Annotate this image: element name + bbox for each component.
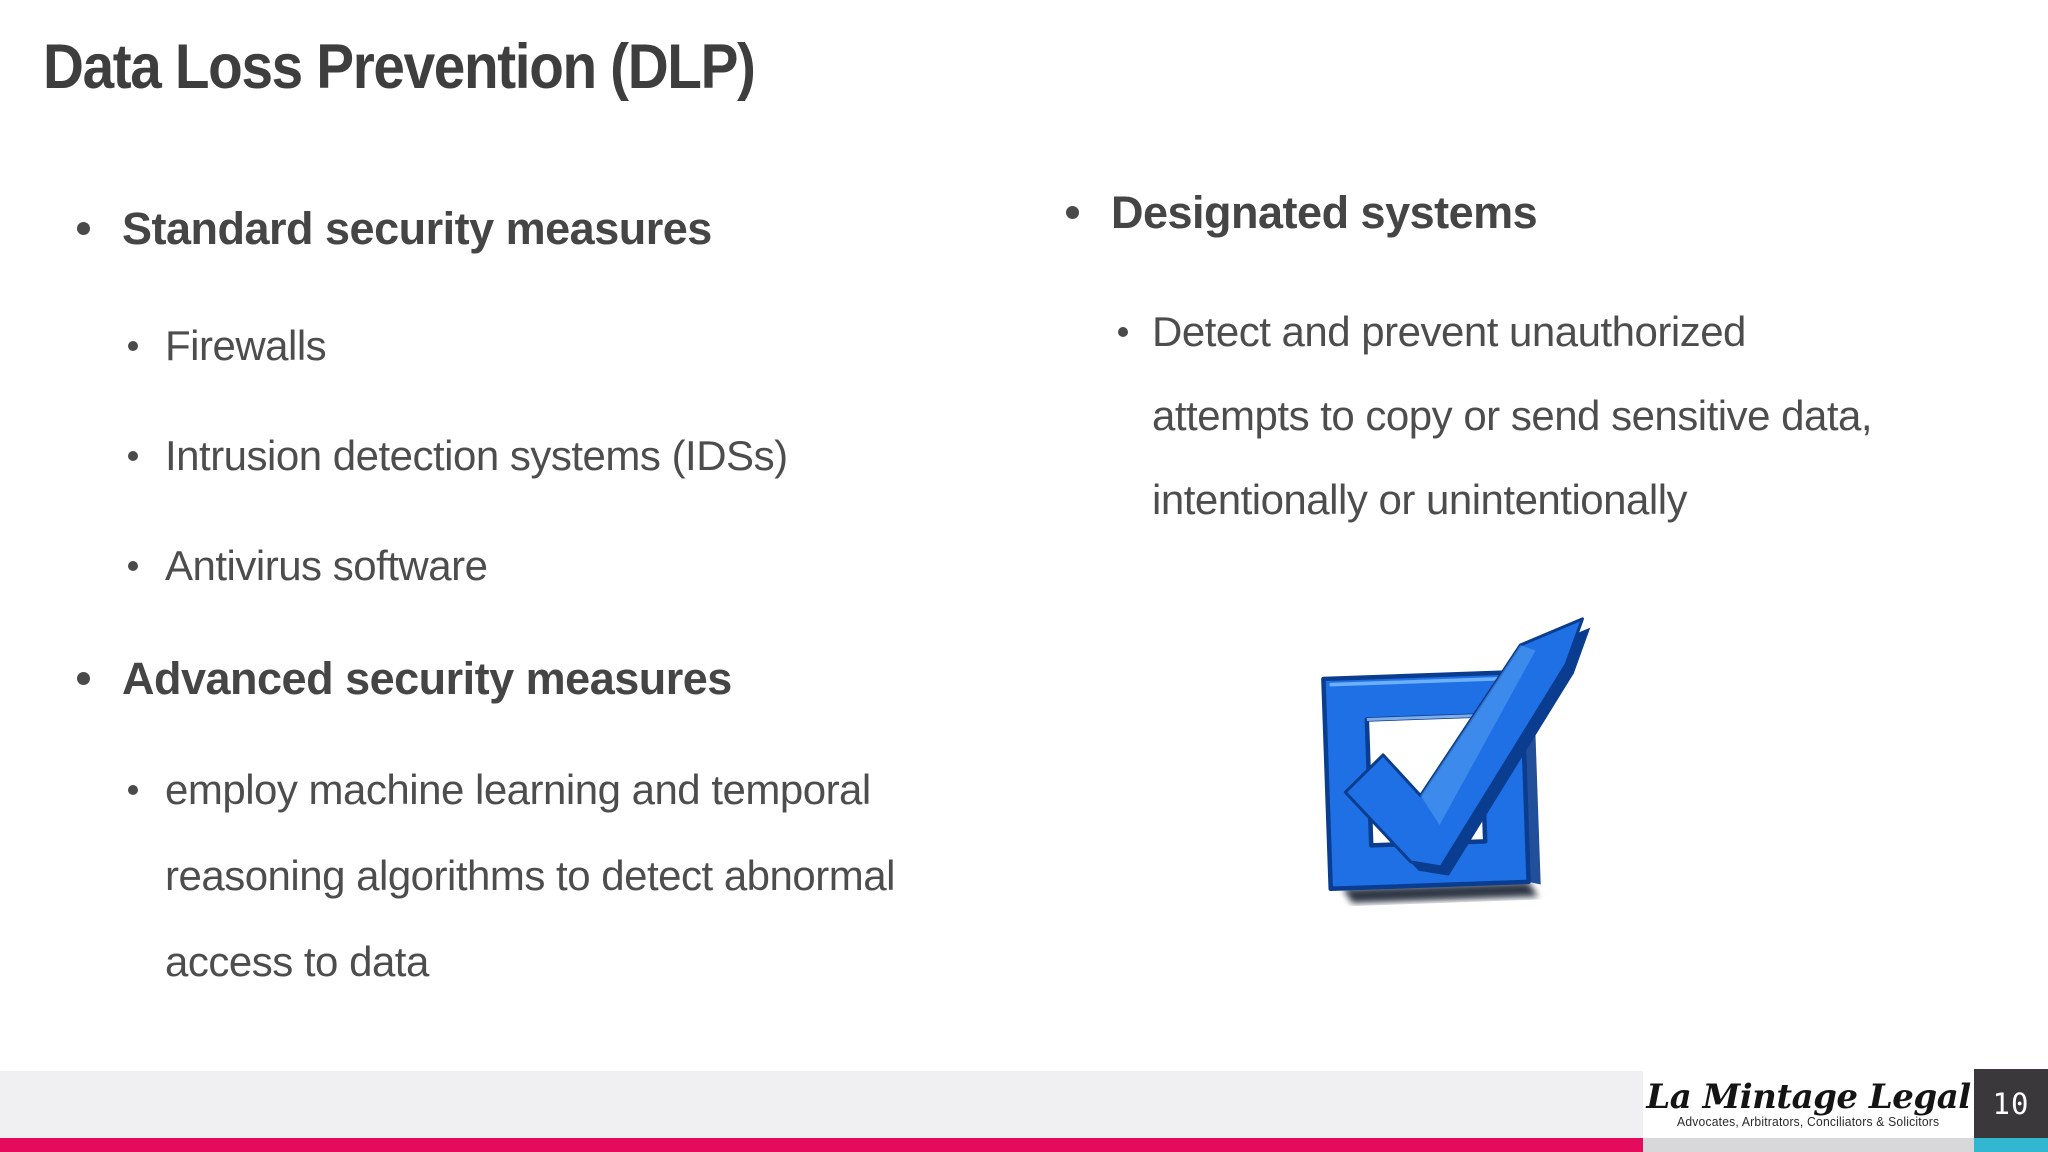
bullet-icon xyxy=(1118,327,1128,337)
bullet-icon xyxy=(128,561,138,571)
bullet-icon xyxy=(128,785,138,795)
list-item-detect-prevent: Detect and prevent unauthorized attempts… xyxy=(1152,290,1873,542)
footer-accent-bar-gray xyxy=(1643,1138,1974,1152)
page-number-box: 10 xyxy=(1974,1069,2048,1138)
checkmark-highlight xyxy=(1420,645,1536,825)
logo-title: La Mintage Legal xyxy=(1646,1077,1971,1117)
list-item-antivirus: Antivirus software xyxy=(165,542,488,589)
bullet-icon xyxy=(1066,206,1079,219)
list-item-machine-learning: employ machine learning and temporal rea… xyxy=(165,747,895,1005)
list-item-line: attempts to copy or send sensitive data, xyxy=(1152,392,1873,439)
bullet-row-detect-prevent: Detect and prevent unauthorized attempts… xyxy=(1118,290,1873,542)
company-logo: La Mintage Legal Advocates, Arbitrators,… xyxy=(1643,1071,1974,1138)
heading-advanced-security: Advanced security measures xyxy=(122,653,732,704)
list-item-ids: Intrusion detection systems (IDSs) xyxy=(165,432,788,479)
bullet-row-designated-systems: Designated systems xyxy=(1066,182,1538,243)
bullet-row-advanced-security: Advanced security measures xyxy=(77,648,732,709)
bullet-icon xyxy=(128,341,138,351)
bullet-icon xyxy=(128,451,138,461)
list-item-firewalls: Firewalls xyxy=(165,322,327,369)
list-item-line: intentionally or unintentionally xyxy=(1152,476,1688,523)
bullet-row-standard-security: Standard security measures xyxy=(77,198,712,259)
list-item-line: access to data xyxy=(165,938,429,985)
footer-accent-bar-pink xyxy=(0,1138,1643,1152)
slide-title: Data Loss Prevention (DLP) xyxy=(43,32,756,102)
bullet-row-firewalls: Firewalls xyxy=(128,315,327,376)
heading-designated-systems: Designated systems xyxy=(1111,187,1538,238)
list-item-line: reasoning algorithms to detect abnormal xyxy=(165,852,895,899)
page-number: 10 xyxy=(1992,1086,2030,1121)
checkbox-frame-highlight xyxy=(1329,676,1516,687)
list-item-line: employ machine learning and temporal xyxy=(165,766,871,813)
bullet-row-ids: Intrusion detection systems (IDSs) xyxy=(128,425,788,486)
footer-accent-bar-teal xyxy=(1974,1138,2048,1152)
logo-subtitle: Advocates, Arbitrators, Conciliators & S… xyxy=(1677,1115,1940,1129)
list-item-line: Detect and prevent unauthorized xyxy=(1152,308,1746,355)
bullet-icon xyxy=(77,222,90,235)
checked-checkbox-image xyxy=(1321,617,1591,904)
checkbox-inner-highlight xyxy=(1366,713,1481,721)
heading-standard-security: Standard security measures xyxy=(122,203,712,254)
bullet-row-machine-learning: employ machine learning and temporal rea… xyxy=(128,747,895,1005)
bullet-row-antivirus: Antivirus software xyxy=(128,535,488,596)
bullet-icon xyxy=(77,672,90,685)
